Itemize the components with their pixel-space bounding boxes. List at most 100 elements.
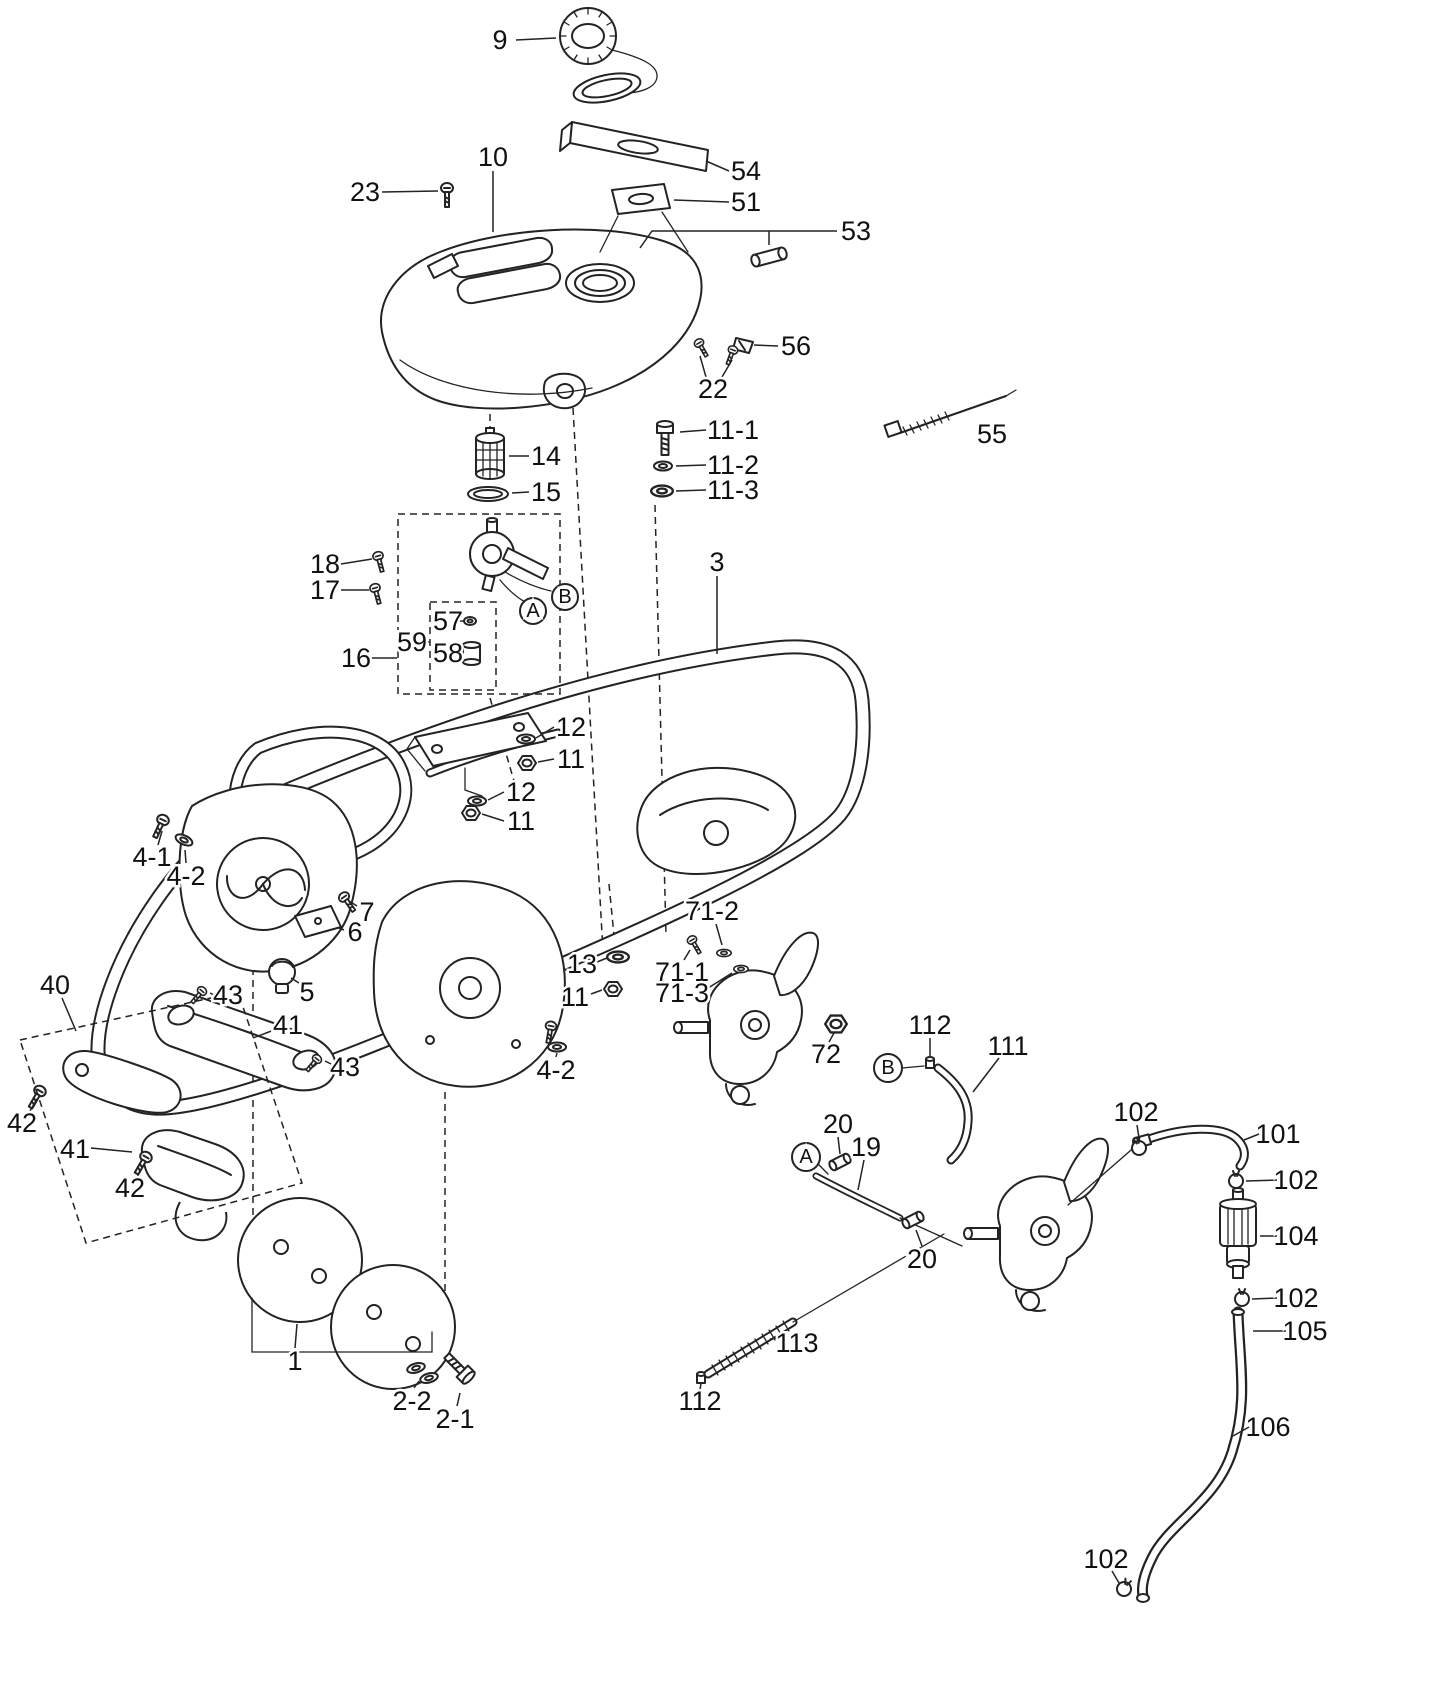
hose-clamp-icon bbox=[1228, 1170, 1244, 1189]
part-number-label: 19 bbox=[851, 1132, 881, 1162]
valve-cup-part bbox=[462, 641, 481, 666]
leader-line bbox=[61, 997, 77, 1032]
part-number-label: 43 bbox=[213, 980, 243, 1010]
leader-line bbox=[673, 199, 730, 203]
part-number-label: 42 bbox=[7, 1108, 37, 1138]
part-number-label: 12 bbox=[556, 712, 586, 742]
part-number-label: 1 bbox=[287, 1346, 302, 1376]
callout-layer: 91023545153562211-111-211-35514151817575… bbox=[4, 23, 1330, 1584]
part-number-label: 102 bbox=[1273, 1165, 1318, 1195]
part-number-label: 41 bbox=[273, 1010, 303, 1040]
leader-line bbox=[381, 190, 439, 193]
part-number-label: 20 bbox=[907, 1244, 937, 1274]
part-number-label: 3 bbox=[709, 547, 724, 577]
screw-icon bbox=[692, 336, 712, 360]
fuel-hose-111-part bbox=[933, 1063, 973, 1165]
guide-plate-part bbox=[294, 905, 342, 938]
leader-line bbox=[1136, 1124, 1140, 1139]
bolt-icon bbox=[656, 420, 674, 456]
leader-line bbox=[596, 957, 608, 963]
leader-line bbox=[753, 344, 779, 347]
clamp-lower-part bbox=[140, 1129, 245, 1242]
part-number-label: 56 bbox=[781, 331, 811, 361]
fitting-20-part bbox=[828, 1152, 852, 1172]
part-number-label: 22 bbox=[698, 374, 728, 404]
part-number-label: 5 bbox=[299, 977, 314, 1007]
fuel-hose-105-106-part bbox=[1136, 1306, 1248, 1603]
engine-mount-part bbox=[636, 766, 797, 875]
leader-line bbox=[157, 830, 163, 846]
leader-line bbox=[1243, 1133, 1260, 1141]
part-number-label: 71-3 bbox=[655, 978, 709, 1008]
part-number-label: 18 bbox=[310, 549, 340, 579]
bracket-part bbox=[599, 183, 689, 253]
leader-line bbox=[705, 160, 730, 172]
fuel-valve-part bbox=[469, 517, 552, 603]
part-number-label: 10 bbox=[478, 142, 508, 172]
part-number-label: 14 bbox=[531, 441, 561, 471]
part-number-label: 71-1 bbox=[655, 957, 709, 987]
screw-icon bbox=[368, 581, 385, 606]
fitting-20-part bbox=[901, 1210, 925, 1230]
leader-line bbox=[209, 992, 215, 996]
leader-line bbox=[915, 1229, 923, 1247]
part-number-label: 41 bbox=[60, 1134, 90, 1164]
bracket-cover-part bbox=[559, 121, 709, 172]
washer-icon bbox=[516, 733, 536, 745]
belt-cover-part bbox=[178, 783, 358, 973]
part-number-label: 102 bbox=[1273, 1283, 1318, 1313]
leader-line bbox=[290, 977, 300, 984]
leader-line bbox=[828, 1032, 835, 1043]
valve-seal-part bbox=[463, 616, 477, 626]
part-number-label: 59 bbox=[397, 627, 427, 657]
circled-letter-marker bbox=[519, 597, 547, 625]
connector-line bbox=[901, 1065, 925, 1069]
circled-letter-marker bbox=[551, 583, 579, 611]
part-number-label: 11-2 bbox=[707, 450, 759, 480]
circled-letter-marker bbox=[791, 1142, 821, 1172]
leader-line bbox=[675, 489, 707, 492]
part-number-label: 2-2 bbox=[392, 1386, 431, 1416]
nut-icon bbox=[461, 805, 481, 821]
fuel-cap-part bbox=[559, 7, 658, 104]
part-number-label: 13 bbox=[567, 949, 597, 979]
throttle-lever-part bbox=[963, 1137, 1110, 1312]
repair-kit-box bbox=[429, 601, 497, 691]
part-number-label: 23 bbox=[350, 177, 380, 207]
leader-line bbox=[324, 1060, 332, 1065]
knob-part bbox=[268, 958, 296, 994]
roller-part bbox=[237, 1197, 456, 1390]
leader-line bbox=[1111, 1570, 1120, 1584]
part-number-label: 102 bbox=[1113, 1097, 1158, 1127]
leader-line bbox=[413, 1380, 420, 1389]
part-number-label: 40 bbox=[40, 970, 70, 1000]
part-number-label: 17 bbox=[310, 575, 340, 605]
leader-line bbox=[699, 355, 707, 378]
connection-letter-label: A bbox=[526, 600, 540, 622]
washer-icon bbox=[653, 460, 673, 472]
leader-line bbox=[252, 1029, 275, 1039]
part-number-label: 11 bbox=[561, 982, 589, 1012]
o-ring-part bbox=[467, 486, 509, 502]
part-number-label: 43 bbox=[330, 1052, 360, 1082]
circled-letter-marker bbox=[873, 1053, 903, 1083]
part-number-label: 9 bbox=[492, 25, 507, 55]
leader-line bbox=[136, 1165, 144, 1178]
leader-line bbox=[294, 1323, 298, 1349]
part-number-label: 42 bbox=[115, 1173, 145, 1203]
part-number-label: 55 bbox=[977, 419, 1007, 449]
washer-icon bbox=[606, 950, 630, 964]
part-number-label: 12 bbox=[506, 777, 536, 807]
throttle-cable-19-part bbox=[812, 1172, 963, 1247]
part-number-label: 104 bbox=[1273, 1221, 1318, 1251]
spring-cable-113-part bbox=[703, 1233, 945, 1379]
leader-line bbox=[184, 849, 187, 864]
leader-line bbox=[348, 900, 358, 907]
leader-line bbox=[715, 923, 723, 946]
part-number-label: 112 bbox=[908, 1010, 951, 1040]
washer-icon bbox=[715, 948, 733, 958]
housing-cover-part bbox=[372, 880, 566, 1088]
part-number-label: 106 bbox=[1245, 1412, 1290, 1442]
bolt-icon bbox=[440, 1349, 478, 1387]
